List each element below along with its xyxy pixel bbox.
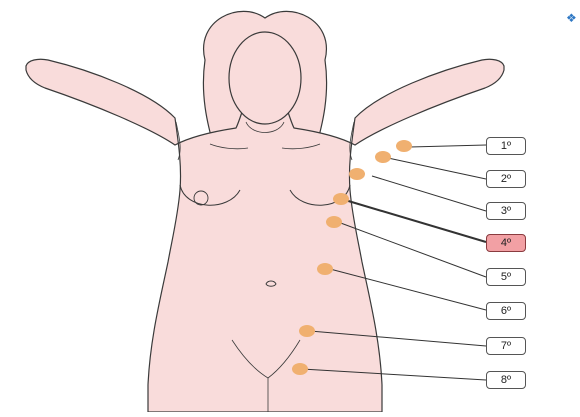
point-7: [299, 325, 315, 337]
label-8: 8º: [486, 371, 526, 389]
leader-line-1: [410, 145, 486, 147]
label-6: 6º: [486, 302, 526, 320]
label-2: 2º: [486, 170, 526, 188]
label-3: 3º: [486, 202, 526, 220]
leader-line-3: [372, 176, 486, 211]
point-1: [396, 140, 412, 152]
corner-logo-icon: ❖: [566, 12, 577, 24]
face: [229, 32, 301, 124]
leader-line-4: [345, 200, 486, 242]
point-3: [349, 168, 365, 180]
point-4: [333, 193, 349, 205]
label-4: 4º: [486, 234, 526, 252]
leader-line-2: [388, 158, 486, 179]
point-5: [326, 216, 342, 228]
point-2: [375, 151, 391, 163]
label-5: 5º: [486, 268, 526, 286]
label-1: 1º: [486, 137, 526, 155]
point-8: [292, 363, 308, 375]
label-7: 7º: [486, 337, 526, 355]
point-6: [317, 263, 333, 275]
